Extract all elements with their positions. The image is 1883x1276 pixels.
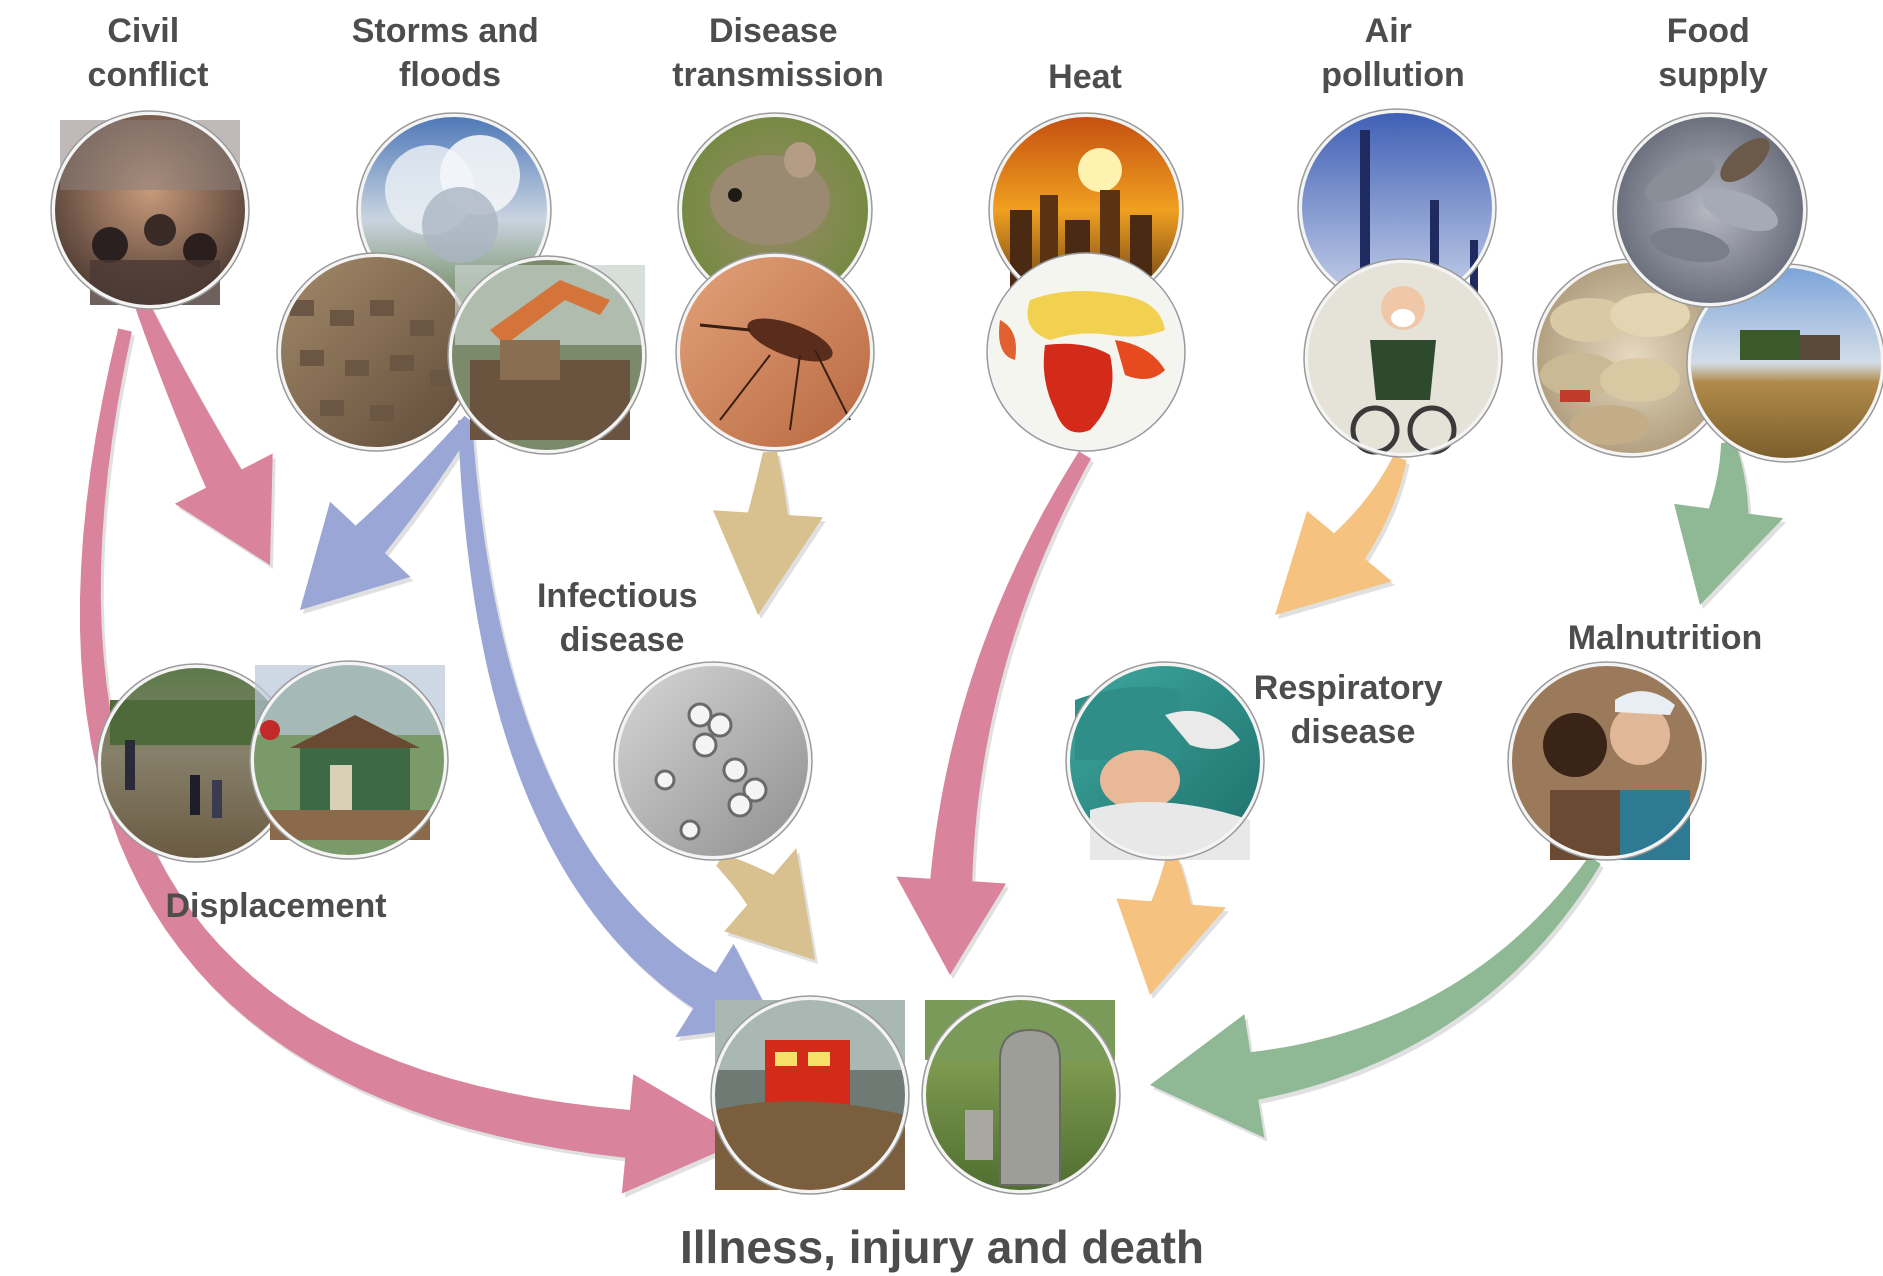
outcome-label-malnutrition: Malnutrition xyxy=(1568,619,1763,657)
outcome-label-infectious-disease: Infectious disease xyxy=(537,577,707,659)
driver-label-civil-conflict: Civil conflict xyxy=(88,12,209,94)
outcome-label-respiratory-disease: Respiratory disease xyxy=(1254,669,1452,751)
outcome-label-illness-injury-death: Illness, injury and death xyxy=(680,1221,1204,1273)
crowd-photo xyxy=(51,111,249,309)
arrow-civil-to-displacement xyxy=(134,297,273,565)
microbes-micrograph xyxy=(614,662,812,860)
fish-photo xyxy=(1613,113,1807,307)
damaged-house-photo xyxy=(250,661,448,859)
driver-label-disease-transmission: Disease transmission xyxy=(672,12,884,94)
arrow-transmission-to-infectious xyxy=(713,452,823,615)
arrow-malnutrition-to-final xyxy=(1150,856,1601,1138)
driver-label-air-pollution: Air pollution xyxy=(1321,12,1465,94)
driver-label-food-supply: Food supply xyxy=(1658,12,1768,94)
driver-label-storms-floods: Storms and floods xyxy=(352,12,549,94)
heat-risk-map xyxy=(987,253,1185,451)
arrow-air-to-respiratory xyxy=(1275,456,1407,615)
driver-label-heat: Heat xyxy=(1048,58,1122,96)
gravestone-photo xyxy=(922,996,1120,1194)
patient-care-photo xyxy=(1066,662,1264,860)
ambulance-flood-photo xyxy=(711,996,909,1194)
outcome-label-displacement: Displacement xyxy=(165,887,386,925)
excavator-debris-photo xyxy=(448,256,646,454)
flooded-homes-photo xyxy=(277,253,475,451)
mosquito-photo xyxy=(676,253,874,451)
cyclist-mask-photo xyxy=(1304,259,1502,457)
mother-child-photo xyxy=(1508,662,1706,860)
